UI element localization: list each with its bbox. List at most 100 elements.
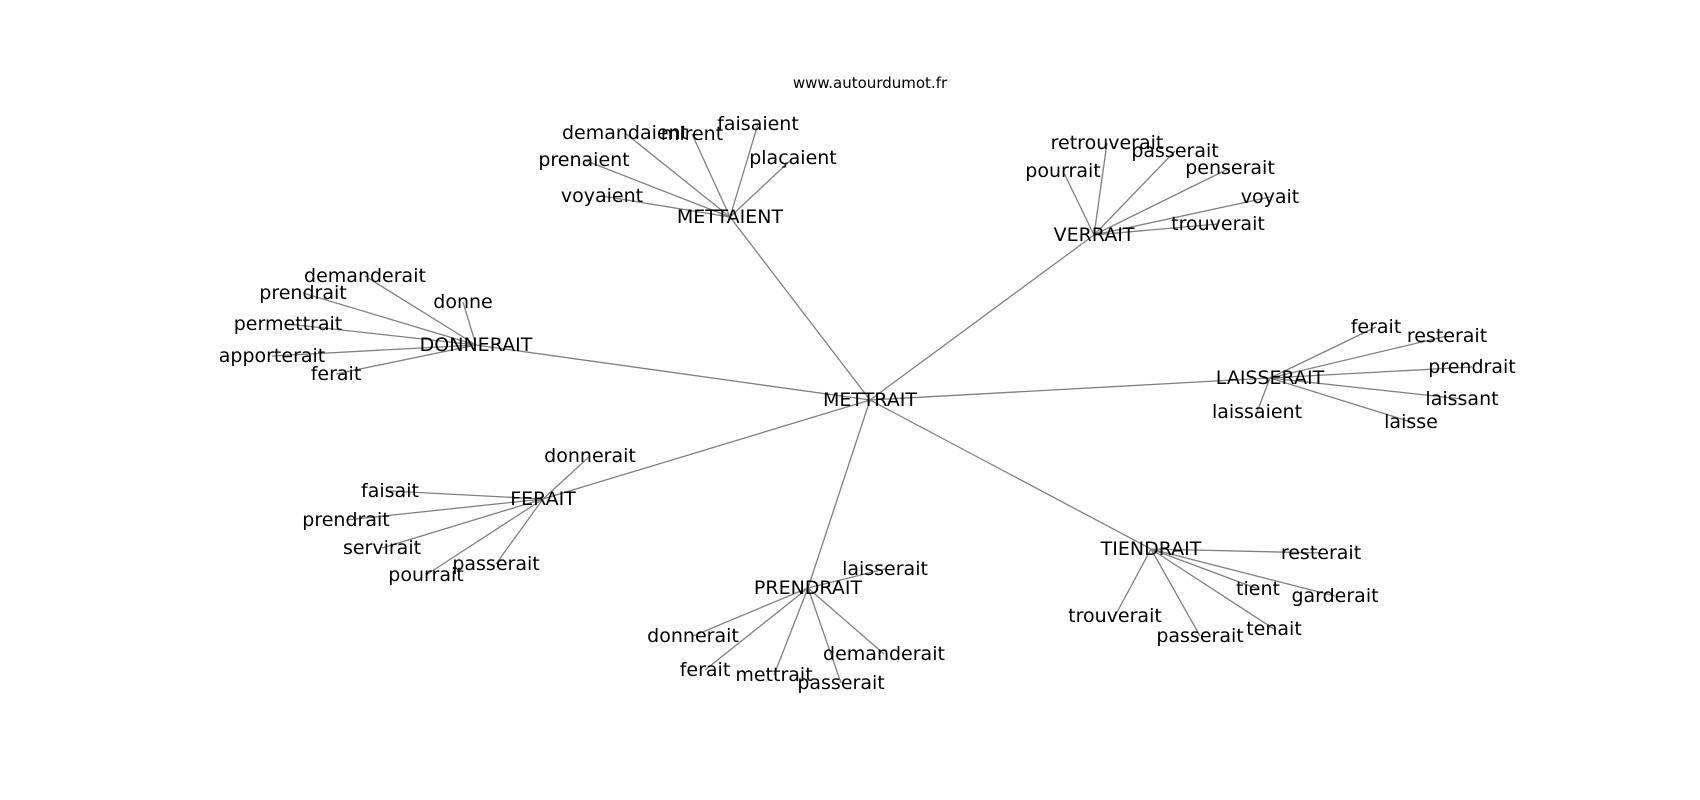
- edge-hub-to-leaf: [807, 587, 885, 655]
- leaf-node-label: pourrait: [388, 564, 463, 586]
- edge-hub-to-leaf: [389, 490, 544, 500]
- edge-hub-to-leaf: [807, 568, 886, 589]
- leaf-node-label: mirent: [661, 123, 723, 145]
- edge-hub-to-leaf: [692, 587, 809, 637]
- edge-hub-to-leaf: [704, 587, 809, 671]
- leaf-node-label: penserait: [1185, 157, 1275, 179]
- edge-hub-to-leaf: [271, 344, 477, 357]
- edge-hub-to-leaf: [345, 498, 544, 521]
- edge-center-to-hub: [729, 216, 871, 401]
- leaf-node-label: faisaient: [717, 113, 799, 135]
- edge-hub-to-leaf: [287, 323, 477, 346]
- hub-node-label: TIENDRAIT: [1100, 538, 1202, 560]
- leaf-node-label: plaçaient: [749, 147, 837, 169]
- edge-hub-to-leaf: [1269, 377, 1412, 423]
- edge-hub-to-leaf: [729, 157, 794, 218]
- leaf-node-label: resterait: [1281, 542, 1361, 564]
- leaf-node-label: permettrait: [234, 313, 343, 335]
- leaf-node-label: apporterait: [219, 345, 326, 367]
- edge-hub-to-leaf: [1093, 150, 1176, 236]
- edge-hub-to-leaf: [1256, 377, 1271, 413]
- leaf-node-label: laisserait: [842, 558, 928, 580]
- source-watermark: www.autourdumot.fr: [793, 74, 948, 92]
- edge-hub-to-leaf: [1093, 167, 1231, 236]
- hub-node-label: VERRAIT: [1054, 224, 1135, 246]
- edge-hub-to-leaf: [1114, 548, 1152, 617]
- leaf-node-label: passerait: [1131, 140, 1218, 162]
- edge-hub-to-leaf: [1150, 548, 1336, 597]
- leaf-node-label: donnerait: [647, 625, 739, 647]
- leaf-node-label: faisait: [361, 480, 419, 502]
- edge-center-to-hub: [475, 344, 871, 401]
- edge-hub-to-leaf: [495, 498, 544, 565]
- leaf-node-label: laissaient: [1212, 401, 1302, 423]
- edge-center-to-hub: [869, 234, 1095, 401]
- leaf-node-label: voyait: [1241, 186, 1299, 208]
- edge-hub-to-leaf: [807, 587, 842, 684]
- edge-hub-to-leaf: [1150, 548, 1201, 637]
- leaf-node-label: laissant: [1425, 388, 1498, 410]
- edge-hub-to-leaf: [1093, 142, 1108, 236]
- leaf-node-label: ferait: [680, 659, 731, 681]
- leaf-node-label: prendrait: [1428, 356, 1515, 378]
- edge-hub-to-leaf: [583, 159, 731, 218]
- edge-center-to-hub: [807, 399, 871, 589]
- edge-hub-to-leaf: [1150, 548, 1259, 590]
- edge-hub-to-leaf: [364, 275, 477, 346]
- hub-node-label: LAISSERAIT: [1216, 367, 1325, 389]
- leaf-node-label: passerait: [797, 672, 884, 694]
- leaf-node-label: retrouverait: [1051, 132, 1164, 154]
- edge-hub-to-leaf: [1269, 366, 1473, 379]
- leaf-node-label: passerait: [452, 553, 539, 575]
- edge-center-to-hub: [869, 377, 1271, 401]
- edge-hub-to-leaf: [462, 301, 477, 346]
- leaf-node-label: voyaient: [561, 185, 643, 207]
- edge-hub-to-leaf: [1269, 326, 1377, 379]
- edge-hub-to-leaf: [1269, 377, 1463, 400]
- edge-hub-to-leaf: [1062, 170, 1095, 236]
- edge-hub-to-leaf: [335, 344, 477, 375]
- edge-hub-to-leaf: [691, 133, 731, 218]
- edge-center-to-hub: [542, 399, 871, 500]
- leaf-node-label: demanderait: [823, 643, 945, 665]
- hub-node-label: PRENDRAIT: [754, 577, 863, 599]
- edge-hub-to-leaf: [542, 455, 591, 500]
- leaf-node-label: tient: [1236, 578, 1280, 600]
- edge-hub-to-leaf: [1150, 548, 1275, 630]
- leaf-node-label: garderait: [1291, 585, 1378, 607]
- leaf-node-label: donnerait: [544, 445, 636, 467]
- edge-hub-to-leaf: [381, 498, 544, 549]
- hub-node-label: FERAIT: [510, 488, 576, 510]
- edge-hub-to-leaf: [624, 132, 731, 218]
- leaf-node-label: passerait: [1156, 625, 1243, 647]
- leaf-node-label: resterait: [1407, 325, 1487, 347]
- edge-hub-to-leaf: [302, 292, 477, 346]
- leaf-node-label: pourrait: [1025, 160, 1100, 182]
- hub-node-label: DONNERAIT: [420, 334, 533, 356]
- edge-hub-to-leaf: [729, 123, 759, 218]
- edge-hub-to-leaf: [1093, 196, 1271, 236]
- leaf-node-label: prendrait: [302, 509, 389, 531]
- leaf-node-label: tenait: [1246, 618, 1302, 640]
- edge-hub-to-leaf: [773, 587, 809, 676]
- leaf-node-label: mettrait: [735, 664, 812, 686]
- leaf-node-label: demanderait: [304, 265, 426, 287]
- center-node-label: METTRAIT: [823, 389, 917, 411]
- edges-layer: [271, 123, 1473, 684]
- edge-hub-to-leaf: [601, 195, 731, 218]
- edge-hub-to-leaf: [425, 498, 544, 576]
- edge-hub-to-leaf: [1093, 223, 1219, 236]
- edge-hub-to-leaf: [1150, 548, 1322, 554]
- leaf-node-label: trouverait: [1068, 605, 1162, 627]
- leaf-node-label: ferait: [311, 363, 362, 385]
- leaf-node-label: donne: [433, 291, 492, 313]
- edge-center-to-hub: [869, 399, 1152, 550]
- leaf-node-label: trouverait: [1171, 213, 1265, 235]
- leaf-node-label: laisse: [1384, 411, 1438, 433]
- leaf-node-label: ferait: [1351, 316, 1402, 338]
- labels-layer: METTRAITMETTAIENTfaisaientmirentdemandai…: [219, 113, 1516, 694]
- edge-hub-to-leaf: [1269, 335, 1448, 379]
- leaf-node-label: prendrait: [259, 282, 346, 304]
- hub-node-label: METTAIENT: [677, 206, 784, 228]
